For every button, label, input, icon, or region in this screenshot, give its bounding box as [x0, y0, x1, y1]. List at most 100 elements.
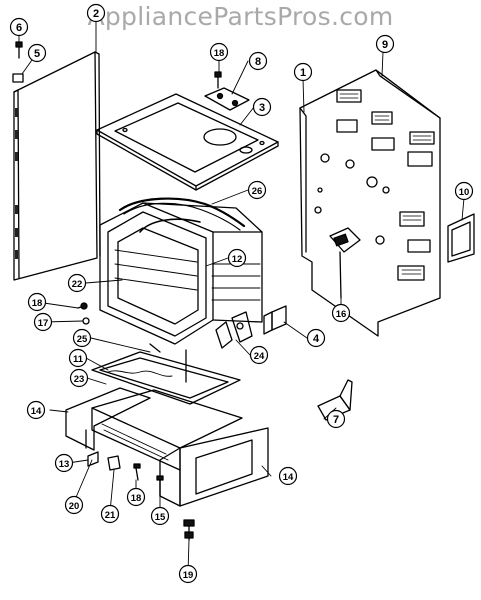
bracket-part — [204, 71, 250, 111]
callout-circle — [454, 181, 474, 201]
screw-part — [15, 41, 23, 59]
callout-label: 6 — [16, 22, 22, 34]
callout-circle — [26, 400, 46, 420]
callout-c8: 8 — [248, 51, 268, 71]
callout-circle — [178, 564, 198, 584]
watermark: AppliancePartsPros.com — [87, 2, 394, 31]
callout-layer: 1234567891011121314141516171818181920212… — [9, 3, 474, 584]
hardware-parts — [77, 302, 195, 541]
callout-label: 23 — [74, 374, 85, 385]
callout-label: 1 — [300, 67, 306, 79]
kick-panel-part — [65, 387, 269, 507]
callout-label: 2 — [93, 8, 99, 20]
callout-circle — [278, 466, 298, 486]
cover-plate-part — [447, 213, 475, 263]
callout-label: 4 — [313, 333, 320, 345]
callout-circle — [249, 345, 269, 365]
callout-label: 10 — [459, 187, 470, 198]
callout-label: 17 — [38, 318, 49, 329]
callout-label: 14 — [283, 472, 294, 483]
callout-c19: 19 — [178, 564, 198, 584]
callout-circle — [306, 328, 326, 348]
callout-circle — [375, 34, 395, 54]
callout-label: 18 — [131, 493, 142, 504]
callout-circle — [293, 62, 313, 82]
callout-circle — [64, 495, 84, 515]
callout-c10: 10 — [454, 181, 474, 201]
callout-label: 18 — [32, 298, 43, 309]
callout-circle — [247, 180, 267, 200]
callout-label: 20 — [69, 501, 80, 512]
callout-c14b: 14 — [278, 466, 298, 486]
callout-circle — [248, 51, 268, 71]
callout-label: 19 — [183, 570, 194, 581]
callout-c16: 16 — [331, 303, 351, 323]
top-plate-part — [96, 93, 279, 191]
callout-c2: 2 — [86, 3, 106, 23]
callout-c11: 11 — [68, 348, 88, 368]
callout-circle — [326, 409, 346, 429]
back-panel-part — [299, 69, 441, 337]
callout-circle — [150, 506, 170, 526]
callout-c20: 20 — [64, 495, 84, 515]
callout-c1: 1 — [293, 62, 313, 82]
callout-circle — [331, 303, 351, 323]
callout-c26: 26 — [247, 180, 267, 200]
callout-label: 14 — [31, 406, 42, 417]
callout-circle — [27, 43, 47, 63]
callout-c21: 21 — [100, 504, 120, 524]
callout-circle — [86, 3, 106, 23]
callout-c6: 6 — [9, 17, 29, 37]
callout-label: 7 — [333, 414, 339, 426]
oven-cavity-part — [91, 197, 263, 405]
callout-label: 11 — [73, 354, 84, 365]
callout-circle — [67, 273, 87, 293]
callout-label: 26 — [252, 186, 263, 197]
callout-label: 8 — [255, 56, 261, 68]
callout-label: 25 — [77, 334, 88, 345]
hinge-part — [215, 311, 253, 349]
side-panel-part — [12, 51, 101, 281]
callout-circle — [68, 348, 88, 368]
callout-label: 22 — [72, 279, 83, 290]
callout-c25: 25 — [72, 328, 92, 348]
callout-circle — [209, 42, 229, 62]
callout-circle — [227, 248, 247, 268]
callout-circle — [27, 292, 47, 312]
callout-label: 24 — [254, 351, 265, 362]
callout-label: 15 — [155, 512, 166, 523]
small-bracket-part — [263, 305, 287, 335]
callout-label: 13 — [59, 459, 70, 470]
callout-c14a: 14 — [26, 400, 46, 420]
callout-c17: 17 — [33, 312, 53, 332]
callout-circle — [9, 17, 29, 37]
callout-label: 5 — [34, 48, 40, 60]
callout-label: 12 — [232, 254, 243, 265]
callout-circle — [100, 504, 120, 524]
callout-c23: 23 — [69, 368, 89, 388]
callout-c9: 9 — [375, 34, 395, 54]
callout-circle — [54, 453, 74, 473]
callout-c5: 5 — [27, 43, 47, 63]
callout-circle — [33, 312, 53, 332]
callout-c7: 7 — [326, 409, 346, 429]
callout-label: 21 — [105, 510, 116, 521]
callout-circle — [72, 328, 92, 348]
callout-label: 18 — [214, 48, 225, 59]
leveling-bracket-part — [317, 379, 353, 421]
callout-c15: 15 — [150, 506, 170, 526]
callout-label: 9 — [382, 39, 388, 51]
leader-lines — [18, 19, 465, 574]
callout-c4: 4 — [306, 328, 326, 348]
callout-c18c: 18 — [126, 487, 146, 507]
callout-c18b: 18 — [27, 292, 47, 312]
callout-circle — [252, 97, 272, 117]
callout-label: 16 — [336, 309, 347, 320]
callout-c18a: 18 — [209, 42, 229, 62]
callout-c3: 3 — [252, 97, 272, 117]
callout-c22: 22 — [67, 273, 87, 293]
callout-circle — [126, 487, 146, 507]
callout-c13: 13 — [54, 453, 74, 473]
callout-label: 3 — [259, 102, 265, 114]
